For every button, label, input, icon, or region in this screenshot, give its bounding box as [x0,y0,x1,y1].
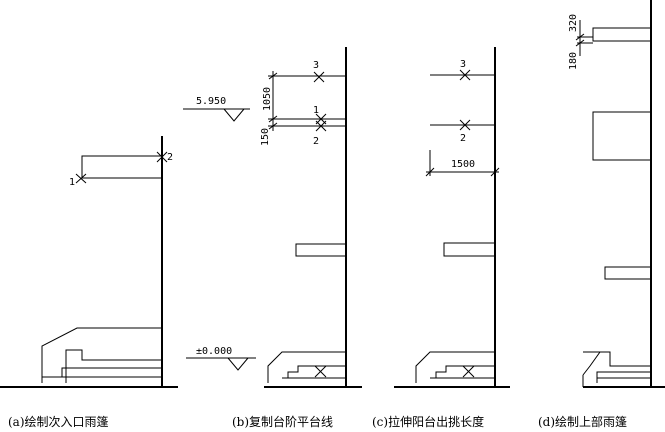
panel-d [575,0,665,388]
steps-outline [41,327,162,383]
dim-tick [490,167,500,177]
steps-outline [61,367,162,377]
dim-tick [268,122,278,130]
steps-outline [415,351,495,383]
point-label-2: 2 [167,152,173,163]
level-triangle [223,108,245,122]
cross-marker [315,120,327,132]
balcony-large [592,111,651,161]
cross-marker [459,69,471,81]
steps-outline [65,349,162,383]
level-triangle [227,357,249,371]
dim-label-180: 180 [568,52,579,70]
cross-marker [75,173,87,184]
point-label-3: 3 [460,59,466,70]
cross-marker [313,71,325,83]
caption-c: (c)拉伸阳台出挑长度 [372,414,484,429]
panel-c [394,47,510,388]
caption-a: (a)绘制次入口雨篷 [8,414,109,429]
dim-tick [425,167,435,177]
steps-outline [267,351,346,383]
caption-d: (d)绘制上部雨篷 [538,414,627,429]
point-label-1: 1 [69,177,75,188]
dim-tick [268,115,278,123]
level-label-upper: 5.950 [196,96,226,107]
upper-canopy [592,27,651,42]
balcony-block [604,266,651,280]
steps-outline [287,365,346,378]
balcony-block [443,242,495,257]
cross-marker [314,365,327,378]
cross-marker [462,365,475,378]
dim-tick [575,39,585,47]
dim-label-1500: 1500 [451,159,475,170]
steps-outline [435,365,495,378]
canopy-outline [81,155,162,178]
dim-tick [575,33,585,41]
dim-tick [268,72,278,80]
level-label-ground: ±0.000 [196,346,232,357]
panel-a [0,136,178,388]
cross-marker [459,119,471,131]
point-label-3: 3 [313,60,319,71]
dim-label-1050: 1050 [262,87,273,111]
point-label-1: 1 [313,105,319,116]
cross-marker [156,151,168,163]
dim-label-150: 150 [260,128,271,146]
balcony-block [295,243,346,257]
caption-b: (b)复制台阶平台线 [232,414,333,429]
point-label-2: 2 [460,133,466,144]
point-label-2: 2 [313,136,319,147]
panel-b [183,47,362,388]
dim-label-320: 320 [568,14,579,32]
steps-outline [582,351,651,376]
